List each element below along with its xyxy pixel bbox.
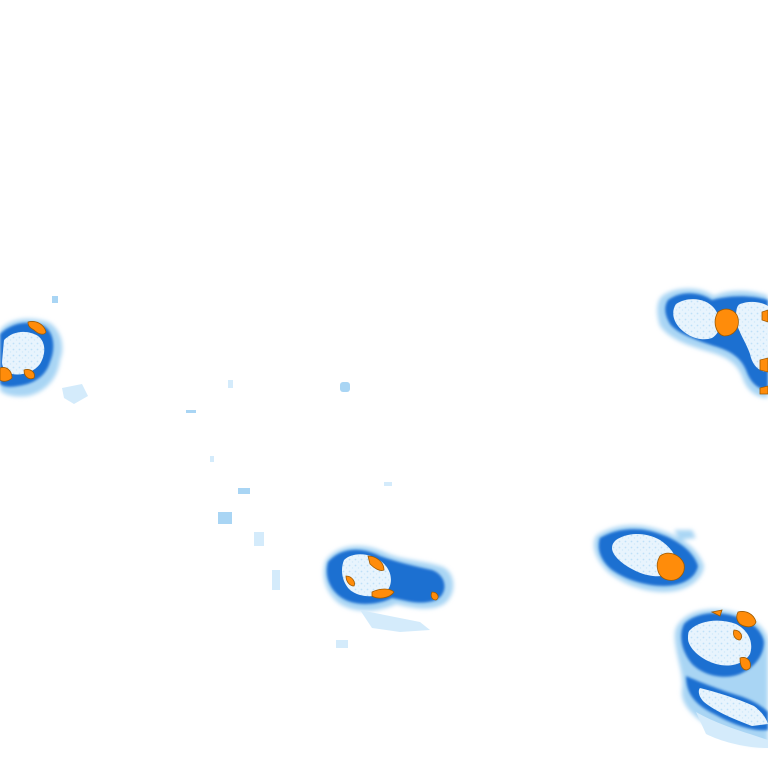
echo-fragment: [254, 532, 264, 546]
storm-cell-central[interactable]: [323, 545, 454, 632]
storm-cell-central-core: [345, 555, 439, 601]
echo-fragment: [210, 456, 214, 462]
storm-cell-west-core: [0, 321, 47, 382]
storm-cell-south-trail: [696, 712, 768, 748]
echo-fragment: [336, 640, 348, 648]
echo-fragment: [186, 410, 196, 413]
echo-fragment: [272, 570, 280, 590]
storm-cell-south[interactable]: [674, 609, 768, 748]
storm-cell-northeast[interactable]: [657, 288, 768, 399]
echo-fragment: [340, 382, 350, 392]
storm-cell-southeast[interactable]: [593, 525, 704, 592]
storm-cell-southeast-core: [656, 552, 685, 581]
echo-fragment: [218, 512, 232, 524]
echo-fragment: [228, 380, 233, 388]
storm-cell-west-trail: [62, 384, 88, 404]
storm-cell-west-fragment: [52, 296, 58, 303]
storm-cell-south-core: [710, 609, 757, 671]
echo-fragment: [384, 482, 392, 486]
storm-cell-west[interactable]: [0, 296, 88, 404]
storm-cell-central-trail: [360, 610, 430, 632]
echo-fragment: [238, 488, 250, 494]
scattered-echoes: [186, 380, 392, 648]
storm-cell-northeast-center: [673, 299, 768, 372]
storm-cell-west-center: [2, 331, 45, 375]
storm-cell-south-center: [688, 620, 768, 726]
storm-cell-northeast-core: [714, 308, 768, 395]
